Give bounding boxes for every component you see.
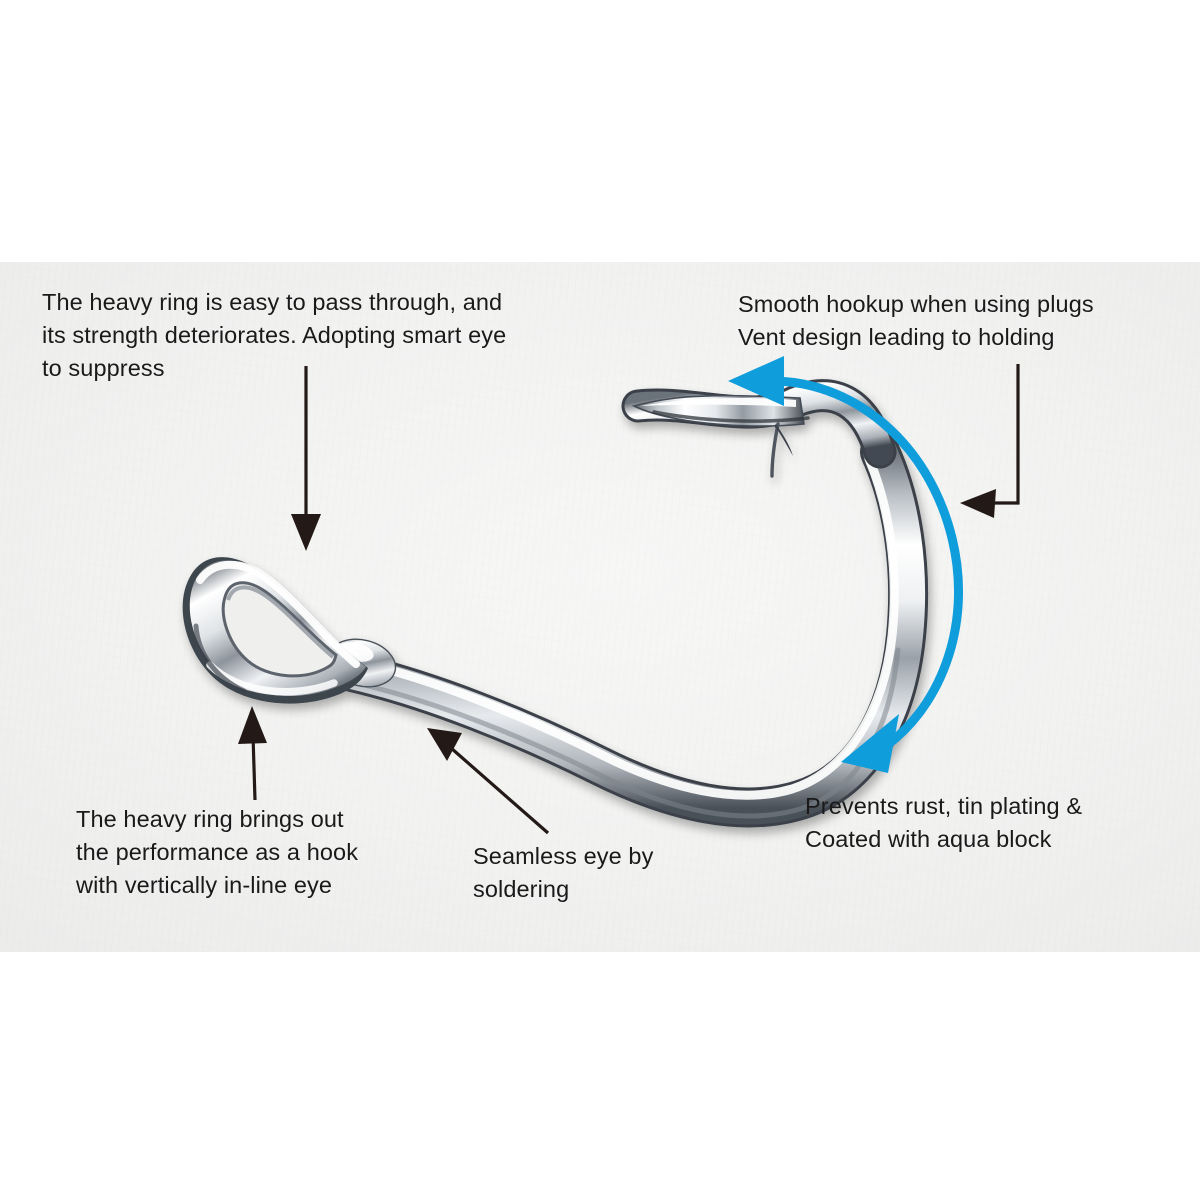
hook-eye-rim-shadow <box>193 623 247 694</box>
callout-heavy-ring-performance: The heavy ring brings out the performanc… <box>76 806 359 898</box>
hook-point-highlight <box>640 398 796 407</box>
callout-smooth-hookup: Smooth hookup when using plugs Vent desi… <box>738 291 1094 350</box>
hook-barb-notch <box>774 424 793 456</box>
callout-seamless-eye: Seamless eye by soldering <box>473 843 654 902</box>
arrow-head-to-solder <box>427 728 462 761</box>
hook-body-group <box>182 379 929 828</box>
callout-prevents-rust: Prevents rust, tin plating & Coated with… <box>805 793 1083 852</box>
blue-arrowhead-upper <box>728 356 784 406</box>
blue-arc-path <box>767 376 963 754</box>
arrow-line-to-eye-bottom <box>251 734 257 801</box>
hook-eye-hole-shadow <box>226 585 335 659</box>
arrow-head-to-eye-top <box>291 514 321 551</box>
blue-arrowhead-lower <box>841 714 899 773</box>
hook-specular-highlight <box>353 454 899 800</box>
arrow-head-to-eye-bottom <box>238 706 267 744</box>
arrow-line-to-outer-bend <box>987 364 1020 505</box>
hook-point-groove <box>652 410 810 423</box>
callout-heavy-ring-pass-through: The heavy ring is easy to pass through, … <box>42 289 507 381</box>
arrow-head-to-outer-bend <box>960 489 996 518</box>
hook-eye-top-highlight <box>196 560 360 668</box>
hook-eye-hole <box>221 581 338 678</box>
arrow-line-to-solder <box>449 746 550 835</box>
hook-shank-bend <box>335 435 926 825</box>
